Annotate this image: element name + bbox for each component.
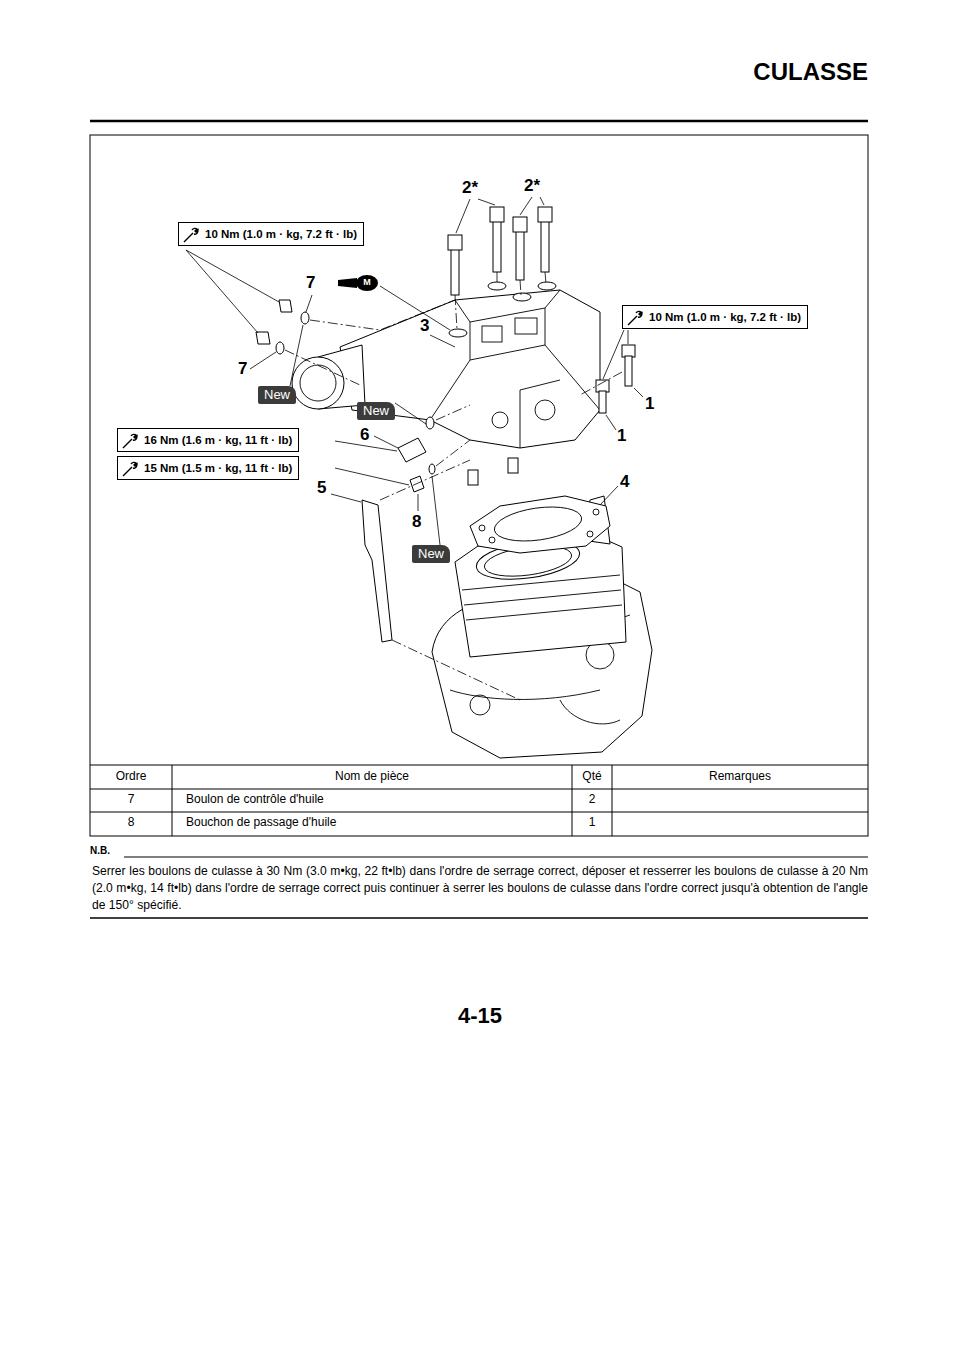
note-heading: N.B. (90, 845, 110, 857)
wrench-icon (627, 310, 643, 326)
wrench-icon (122, 461, 138, 477)
table-header: Nom de pièce (172, 770, 572, 784)
new-label: New (418, 547, 444, 561)
callout-number: 6 (360, 425, 369, 445)
callout-number: 2* (524, 176, 540, 196)
callout-number: 3 (420, 316, 429, 336)
new-part-badge: New (258, 386, 296, 404)
callout-number: 1 (645, 394, 654, 414)
table-cell: 8 (90, 816, 172, 830)
table-header: Ordre (90, 770, 172, 784)
page-number: 4-15 (380, 1003, 580, 1028)
callout-number: 5 (317, 478, 326, 498)
new-label: New (264, 388, 290, 402)
torque-spec-box: 15 Nm (1.5 m · kg, 11 ft · lb) (117, 456, 299, 480)
torque-spec-box: 10 Nm (1.0 m · kg, 7.2 ft · lb) (622, 305, 808, 329)
torque-spec-box: 10 Nm (1.0 m · kg, 7.2 ft · lb) (178, 222, 364, 246)
callout-number: 7 (306, 273, 315, 293)
callout-number: 8 (412, 512, 421, 532)
wrench-icon (183, 227, 199, 243)
grease-symbol-letter: M (356, 277, 378, 287)
callout-number: 4 (620, 472, 629, 492)
new-label: New (363, 404, 389, 418)
wrench-icon (122, 433, 138, 449)
callout-number: 1 (617, 426, 626, 446)
callout-number: 7 (238, 359, 247, 379)
new-part-badge: New (412, 545, 450, 563)
torque-value: 10 Nm (1.0 m · kg, 7.2 ft · lb) (205, 227, 357, 241)
new-part-badge: New (357, 402, 395, 420)
callout-number: 2* (462, 178, 478, 198)
page-title: CULASSE (753, 58, 868, 86)
table-cell: Bouchon de passage d'huile (186, 816, 336, 830)
torque-spec-box: 16 Nm (1.6 m · kg, 11 ft · lb) (117, 428, 299, 452)
table-cell: Boulon de contrôle d'huile (186, 793, 324, 807)
table-cell: 1 (572, 816, 612, 830)
table-cell: 2 (572, 793, 612, 807)
table-cell: 7 (90, 793, 172, 807)
torque-value: 16 Nm (1.6 m · kg, 11 ft · lb) (144, 433, 292, 447)
note-text: Serrer les boulons de culasse à 30 Nm (3… (92, 863, 868, 915)
torque-value: 10 Nm (1.0 m · kg, 7.2 ft · lb) (649, 310, 801, 324)
table-header: Remarques (612, 770, 868, 784)
torque-value: 15 Nm (1.5 m · kg, 11 ft · lb) (144, 461, 292, 475)
table-header: Qté (572, 770, 612, 784)
